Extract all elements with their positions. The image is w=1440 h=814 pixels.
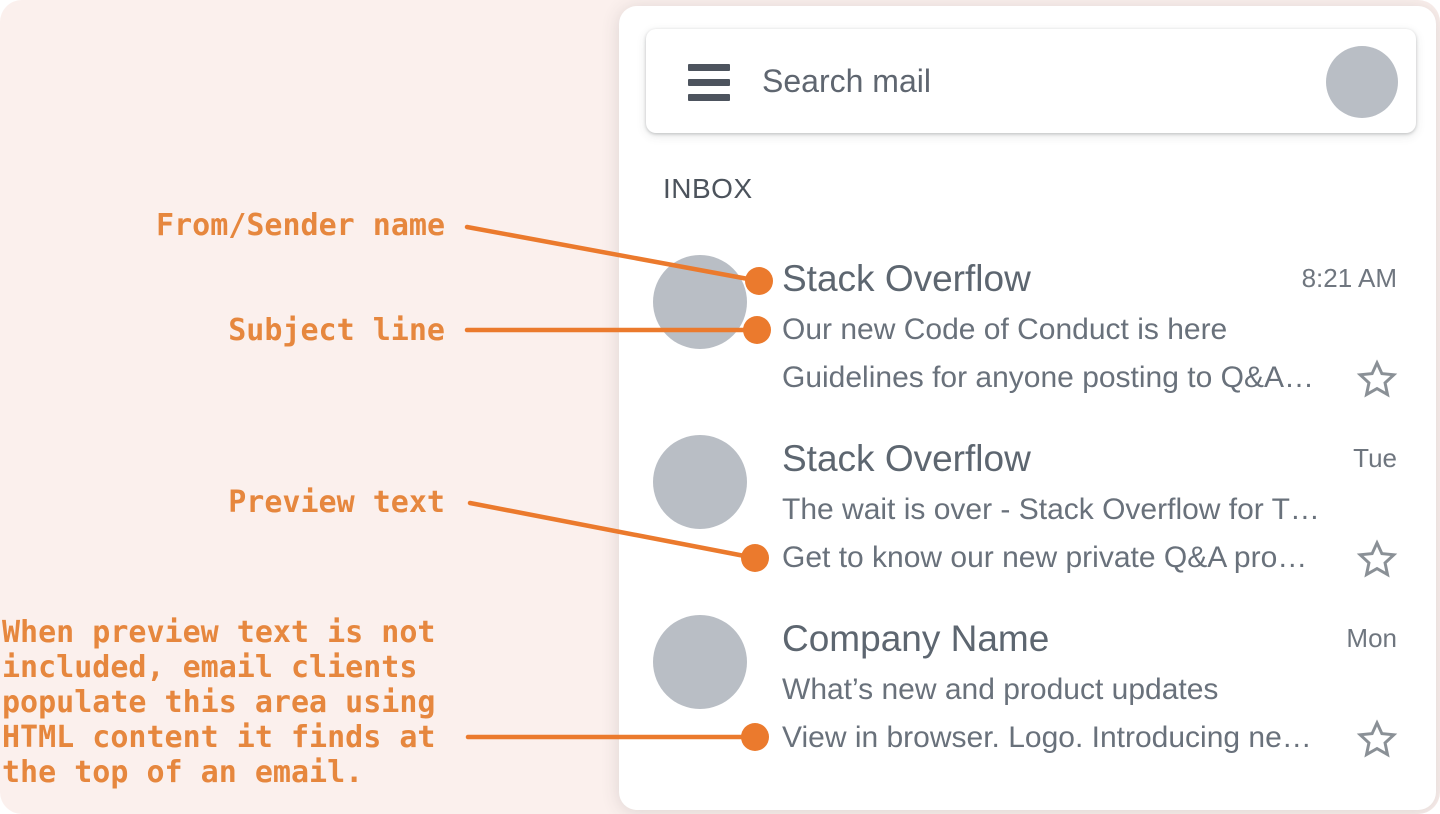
- email-row[interactable]: Stack Overflow Tue The wait is over - St…: [619, 435, 1436, 595]
- star-icon[interactable]: [1356, 718, 1398, 760]
- star-icon[interactable]: [1356, 358, 1398, 400]
- email-subject: Our new Code of Conduct is here: [782, 313, 1228, 346]
- annotation-sender-label: From/Sender name: [156, 208, 445, 243]
- sender-avatar: [653, 615, 747, 709]
- email-subject: What’s new and product updates: [782, 673, 1219, 706]
- email-time: Mon: [1346, 623, 1397, 653]
- sender-avatar: [653, 435, 747, 529]
- annotation-preview-label: Preview text: [228, 485, 445, 520]
- email-row[interactable]: Stack Overflow 8:21 AM Our new Code of C…: [619, 255, 1436, 415]
- profile-avatar[interactable]: [1326, 46, 1398, 118]
- hamburger-menu-icon[interactable]: [688, 64, 730, 101]
- email-sender: Company Name: [782, 618, 1050, 659]
- email-subject: The wait is over - Stack Overflow for T…: [782, 493, 1320, 526]
- star-icon[interactable]: [1356, 538, 1398, 580]
- search-input[interactable]: Search mail: [762, 63, 931, 99]
- email-time: Tue: [1353, 443, 1397, 473]
- inbox-section-label: INBOX: [663, 173, 753, 204]
- sender-avatar: [653, 255, 747, 349]
- annotation-subject-label: Subject line: [228, 313, 445, 348]
- mail-client-card: Search mail INBOX Stack Overflow 8:21 AM…: [619, 6, 1436, 810]
- email-row[interactable]: Company Name Mon What’s new and product …: [619, 615, 1436, 775]
- email-sender: Stack Overflow: [782, 438, 1031, 479]
- email-preview: View in browser. Logo. Introducing ne…: [782, 721, 1312, 754]
- email-sender: Stack Overflow: [782, 258, 1031, 299]
- search-bar[interactable]: Search mail: [646, 29, 1416, 133]
- email-time: 8:21 AM: [1301, 263, 1397, 293]
- email-preview: Get to know our new private Q&A pro…: [782, 541, 1308, 574]
- email-preview: Guidelines for anyone posting to Q&A…: [782, 361, 1314, 394]
- annotation-note: When preview text is not included, email…: [2, 615, 436, 790]
